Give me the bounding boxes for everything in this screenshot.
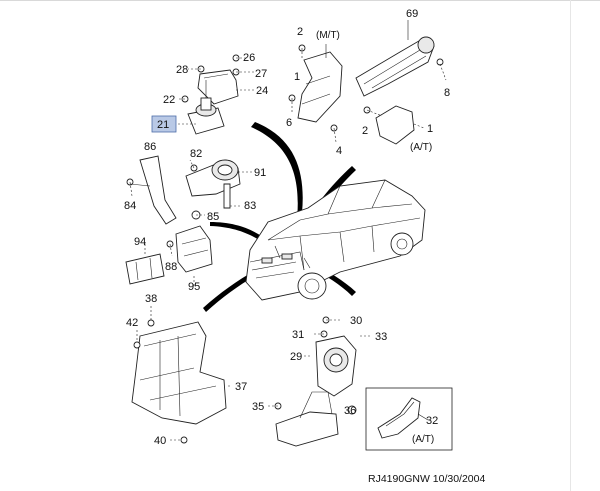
callout-4: 4 — [336, 145, 342, 157]
manual-transmission-mount — [288, 44, 343, 143]
callout-2-automatic: 2 — [362, 125, 368, 137]
callout-28: 28 — [176, 64, 188, 76]
callout-40: 40 — [154, 435, 166, 447]
callout-83: 83 — [244, 200, 256, 212]
engine-under-cover — [131, 306, 230, 444]
callout-94: 94 — [134, 236, 146, 248]
callout-86: 86 — [144, 141, 156, 153]
callout-37: 37 — [235, 381, 247, 393]
callout-85: 85 — [207, 211, 219, 223]
callout-33: 33 — [375, 331, 387, 343]
callout-27: 27 — [255, 68, 267, 80]
callout-26: 26 — [243, 52, 255, 64]
callout-95: 95 — [188, 281, 200, 293]
callout-69: 69 — [406, 8, 418, 20]
car-illustration — [245, 179, 426, 301]
callout-82: 82 — [190, 148, 202, 160]
callout-24: 24 — [256, 85, 268, 97]
top-border-line — [0, 0, 600, 1]
callout-22: 22 — [163, 94, 175, 106]
callout-35: 35 — [252, 401, 264, 413]
callout-1-automatic: 1 — [427, 123, 433, 135]
callout-6: 6 — [286, 117, 292, 129]
automatic-transmission-mount-lower — [365, 387, 453, 451]
callout-36: 36 — [344, 405, 356, 417]
callout-2: 2 — [297, 26, 303, 38]
callout-38: 38 — [145, 293, 157, 305]
engine-mount-assembly-upper — [178, 54, 256, 135]
callout-31: 31 — [292, 329, 304, 341]
label-automatic-transmission-top: (A/T) — [410, 142, 432, 153]
label-automatic-transmission-bottom: (A/T) — [412, 434, 434, 445]
transmission-bracket-lower — [125, 225, 213, 286]
right-border-line — [570, 0, 571, 491]
highlighted-callout-box — [151, 115, 177, 133]
callout-30: 30 — [350, 315, 362, 327]
callout-8: 8 — [444, 87, 450, 99]
callout-91: 91 — [254, 167, 266, 179]
callout-42: 42 — [126, 317, 138, 329]
label-manual-transmission: (M/T) — [316, 30, 340, 41]
engine-mount-assembly-lower — [266, 316, 372, 447]
callout-21: 21 — [157, 119, 169, 131]
automatic-transmission-mount-upper — [355, 20, 447, 145]
drawing-reference-footer: RJ4190GNW 10/30/2004 — [368, 473, 486, 485]
engine-mount-assembly-left — [126, 155, 252, 225]
callout-88: 88 — [165, 261, 177, 273]
callout-29: 29 — [290, 351, 302, 363]
callout-1-manual: 1 — [294, 71, 300, 83]
callout-84: 84 — [124, 200, 136, 212]
callout-32: 32 — [426, 415, 438, 427]
